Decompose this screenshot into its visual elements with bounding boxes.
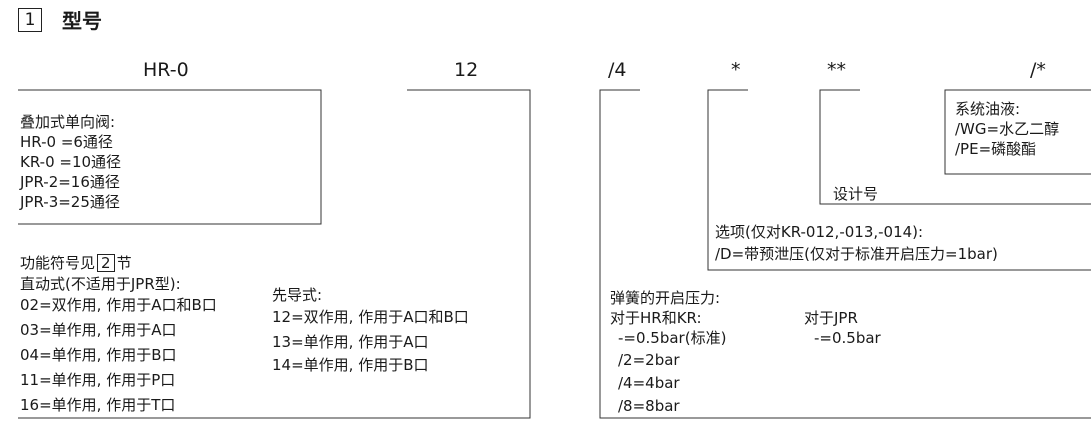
direct-line: 02=双作用, 作用于A口和B口: [20, 296, 217, 314]
code-part-function: 12: [454, 59, 479, 81]
direct-line: 04=单作用, 作用于B口: [20, 346, 177, 364]
section-title: 型号: [62, 9, 102, 33]
code-part-spring: /4: [608, 59, 627, 81]
pilot-line: 12=双作用, 作用于A口和B口: [272, 308, 469, 326]
valve-line: KR-0 =10通径: [20, 153, 122, 171]
spring-hr-line: /4=4bar: [618, 374, 680, 392]
function-title-post: 节: [116, 254, 132, 272]
pilot-line: 13=单作用, 作用于A口: [272, 333, 429, 351]
spring-hr-title: 对于HR和KR:: [610, 309, 702, 327]
valve-line: HR-0 =6通径: [20, 133, 113, 151]
fluid-bracket: [944, 89, 1091, 175]
spring-jpr-line: -=0.5bar: [814, 329, 881, 347]
fluid-line: /PE=磷酸酯: [955, 140, 1037, 158]
options-title: 选项(仅对KR-012,-013,-014):: [715, 223, 924, 241]
code-part-series: HR-0: [143, 59, 189, 81]
options-line: /D=带预泄压(仅对于标准开启压力=1bar): [715, 245, 998, 263]
fluid-title: 系统油液:: [955, 100, 1021, 118]
direct-title: 直动式(不适用于JPR型):: [20, 275, 181, 293]
direct-line: 11=单作用, 作用于P口: [20, 371, 176, 389]
design-bracket: [819, 89, 1091, 205]
direct-line: 03=单作用, 作用于A口: [20, 321, 177, 339]
code-part-fluid: /*: [1030, 59, 1046, 81]
spring-hr-line: /8=8bar: [618, 397, 680, 415]
spring-bracket: [599, 89, 1091, 419]
spring-hr-line: -=0.5bar(标准): [618, 329, 727, 347]
valve-line: JPR-2=16通径: [20, 173, 120, 191]
valve-title: 叠加式单向阀:: [20, 113, 116, 131]
options-bracket: [707, 89, 1091, 271]
spring-jpr-title: 对于JPR: [804, 309, 858, 327]
function-title-pre: 功能符号见: [20, 254, 96, 272]
pilot-title: 先导式:: [272, 286, 323, 304]
valve-bracket: [18, 89, 322, 225]
function-bracket: [18, 89, 531, 419]
code-part-options: *: [731, 59, 741, 81]
section-number: 1: [18, 8, 42, 32]
design-label: 设计号: [833, 185, 879, 203]
spring-hr-line: /2=2bar: [618, 351, 680, 369]
code-part-design: **: [827, 59, 846, 81]
section-ref-box: 2: [97, 254, 115, 272]
fluid-line: /WG=水乙二醇: [955, 120, 1060, 138]
pilot-line: 14=单作用, 作用于B口: [272, 356, 429, 374]
valve-line: JPR-3=25通径: [20, 193, 120, 211]
spring-title: 弹簧的开启压力:: [610, 289, 721, 307]
direct-line: 16=单作用, 作用于T口: [20, 396, 176, 414]
